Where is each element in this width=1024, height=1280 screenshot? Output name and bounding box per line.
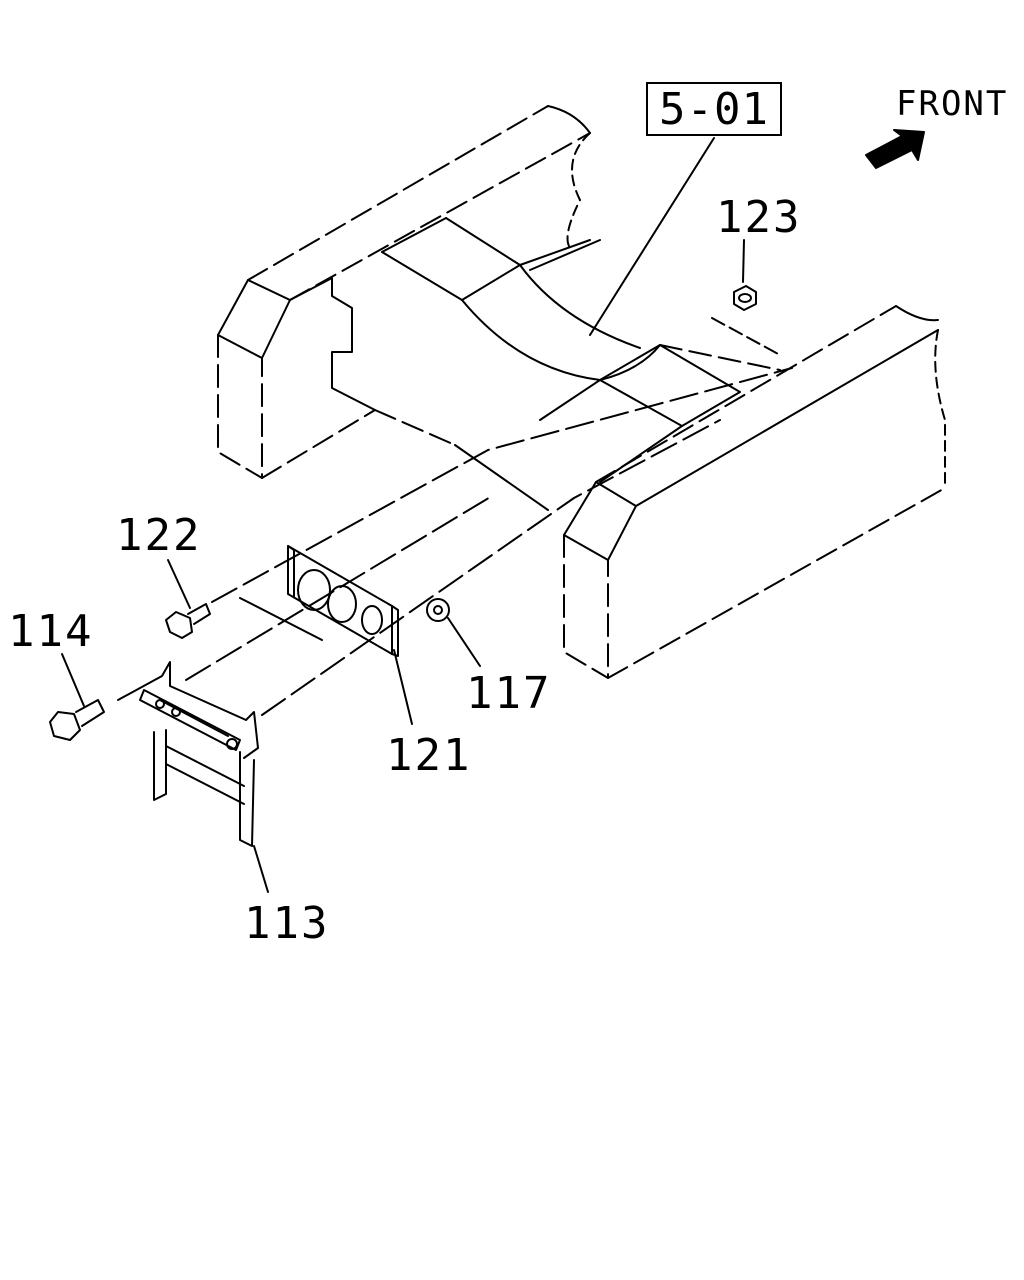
part-121-plate [287,545,413,725]
reference-box: 5-01 [646,82,782,136]
callout-114: 114 [8,606,94,657]
part-122-bolt [165,559,211,639]
front-direction-label: FRONT [896,84,1009,124]
callout-121: 121 [386,730,472,781]
callout-117: 117 [466,668,552,719]
arrow-right-up-icon [865,129,925,169]
callout-123: 123 [716,192,802,243]
frame-rail-upper [217,105,661,479]
part-113-bracket [117,661,269,893]
reference-leader-line [589,137,715,336]
part-123-nut [733,239,757,311]
frame-rail-lower [539,305,946,679]
assembly-centerlines [185,317,793,716]
callout-113: 113 [244,898,330,949]
part-114-bolt [49,653,105,741]
callout-122: 122 [116,510,202,561]
part-117-nut [426,598,481,667]
